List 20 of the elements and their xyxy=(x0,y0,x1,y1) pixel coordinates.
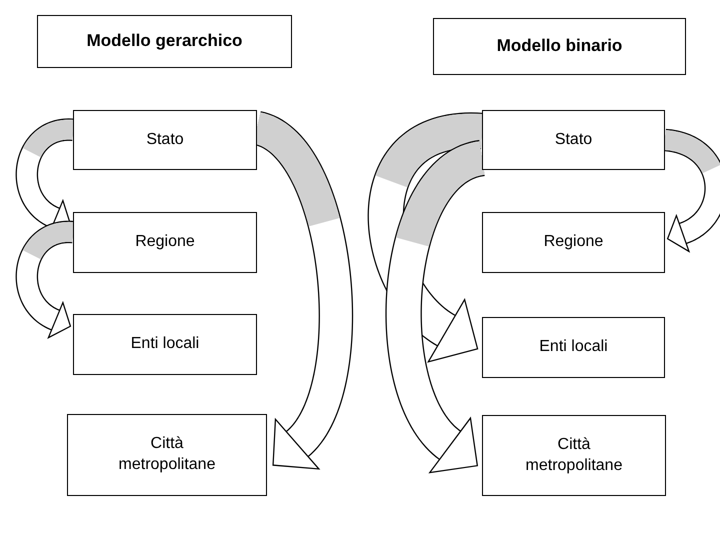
box-label: Stato xyxy=(554,130,592,150)
box-label: Enti locali xyxy=(539,337,608,358)
title-box xyxy=(37,15,292,68)
title-box xyxy=(433,18,686,75)
level-box xyxy=(73,314,257,375)
level-box xyxy=(73,110,257,170)
level-box xyxy=(67,414,267,496)
box-label: Città metropolitane xyxy=(524,434,624,476)
box-label: Modello binario xyxy=(496,35,622,58)
level-box xyxy=(73,212,257,273)
box-label: Città metropolitane xyxy=(118,434,216,475)
box-label: Modello gerarchico xyxy=(86,30,242,52)
level-box xyxy=(482,317,665,378)
box-label: Enti locali xyxy=(130,334,200,354)
box-label: Regione xyxy=(544,232,604,252)
level-box xyxy=(482,110,665,170)
level-box xyxy=(482,415,666,496)
box-label: Regione xyxy=(135,232,195,252)
level-box xyxy=(482,212,665,273)
box-label: Stato xyxy=(146,130,184,150)
